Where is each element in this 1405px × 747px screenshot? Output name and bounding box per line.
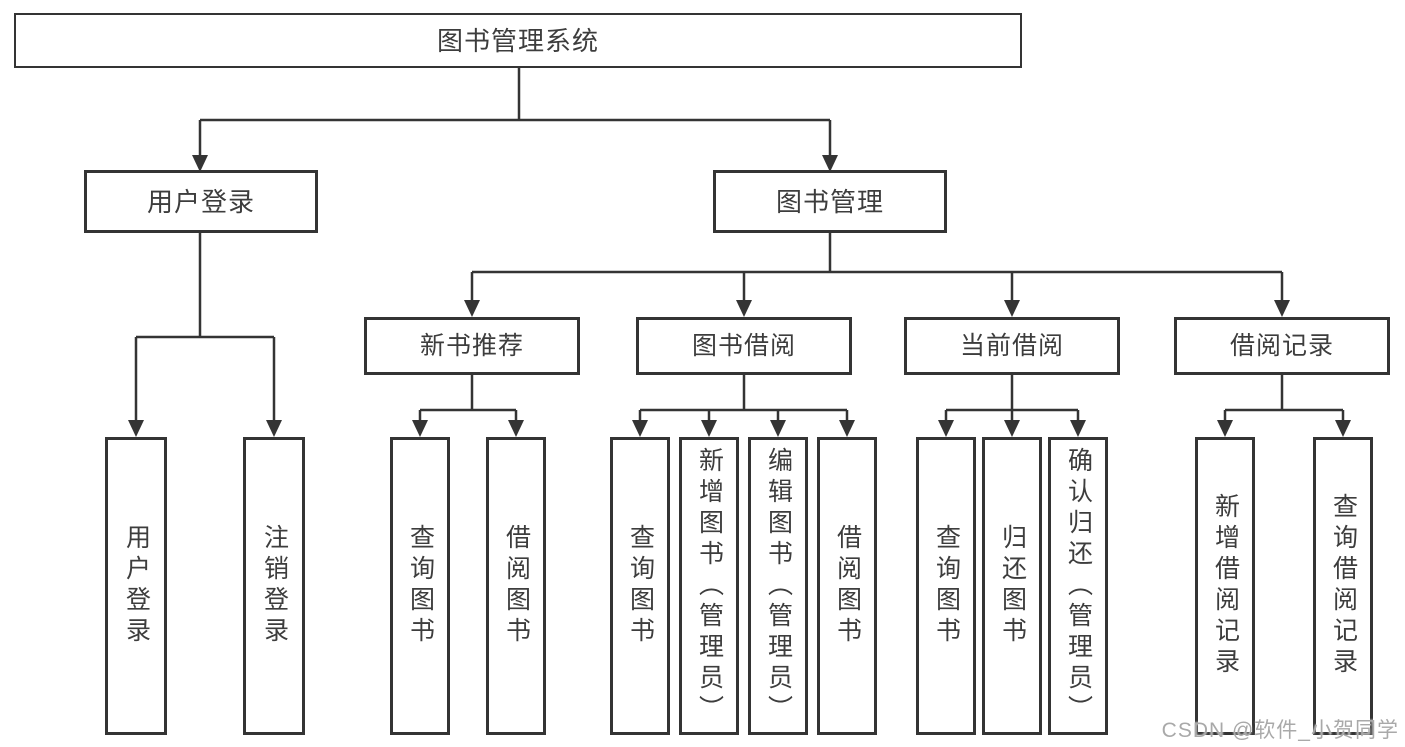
- node-label: 用户登录: [122, 524, 151, 648]
- connector-new-book-branch: [418, 375, 518, 422]
- node-user-login: 用户登录: [84, 170, 318, 233]
- node-label: 确认归还（管理员）: [1064, 446, 1093, 726]
- node-label: 查询图书: [626, 524, 655, 648]
- leaf-add-book-admin: 新增图书（管理员）: [679, 437, 739, 735]
- connector-borrow-record-branch: [1223, 375, 1345, 422]
- node-library-system: 图书管理系统: [14, 13, 1022, 68]
- node-label: 图书管理系统: [436, 25, 599, 56]
- csdn-watermark: CSDN @软件_小贺同学: [1161, 719, 1399, 742]
- leaf-new-book-borrow-book: 借阅图书: [486, 437, 546, 735]
- connector-book-mgmt-branch: [470, 233, 1284, 302]
- connector-user-login-branch: [134, 233, 276, 422]
- node-label: 借阅图书: [833, 524, 862, 648]
- node-label: 新增图书（管理员）: [695, 446, 724, 726]
- leaf-user-login: 用户登录: [105, 437, 167, 735]
- leaf-logout: 注销登录: [243, 437, 305, 735]
- leaf-new-book-query-book: 查询图书: [390, 437, 450, 735]
- node-current-borrow: 当前借阅: [904, 317, 1120, 375]
- node-label: 新增借阅记录: [1211, 493, 1240, 679]
- leaf-add-borrow-record: 新增借阅记录: [1195, 437, 1255, 735]
- connector-book-borrow-branch: [638, 375, 849, 422]
- leaf-borrow-query-book: 查询图书: [610, 437, 670, 735]
- node-label: 查询图书: [932, 524, 961, 648]
- leaf-return-book: 归还图书: [982, 437, 1042, 735]
- leaf-confirm-return-admin: 确认归还（管理员）: [1048, 437, 1108, 735]
- arrowheads: [128, 155, 1351, 437]
- node-book-borrow: 图书借阅: [636, 317, 852, 375]
- node-label: 图书管理: [775, 186, 884, 217]
- node-label: 图书借阅: [691, 331, 796, 360]
- connector-root-to-level2: [198, 68, 832, 157]
- node-label: 借阅记录: [1229, 331, 1334, 360]
- node-label: 查询借阅记录: [1329, 493, 1358, 679]
- node-borrow-record: 借阅记录: [1174, 317, 1390, 375]
- node-book-management: 图书管理: [713, 170, 947, 233]
- node-new-book-recommend: 新书推荐: [364, 317, 580, 375]
- node-label: 当前借阅: [959, 331, 1064, 360]
- node-label: 用户登录: [146, 186, 255, 217]
- leaf-current-query-book: 查询图书: [916, 437, 976, 735]
- node-label: 归还图书: [998, 524, 1027, 648]
- leaf-borrow-book: 借阅图书: [817, 437, 877, 735]
- node-label: 注销登录: [260, 524, 289, 648]
- leaf-edit-book-admin: 编辑图书（管理员）: [748, 437, 808, 735]
- node-label: 新书推荐: [419, 331, 524, 360]
- node-label: 查询图书: [406, 524, 435, 648]
- node-label: 编辑图书（管理员）: [764, 446, 793, 726]
- node-label: 借阅图书: [502, 524, 531, 648]
- connector-current-borrow-branch: [944, 375, 1080, 422]
- leaf-query-borrow-record: 查询借阅记录: [1313, 437, 1373, 735]
